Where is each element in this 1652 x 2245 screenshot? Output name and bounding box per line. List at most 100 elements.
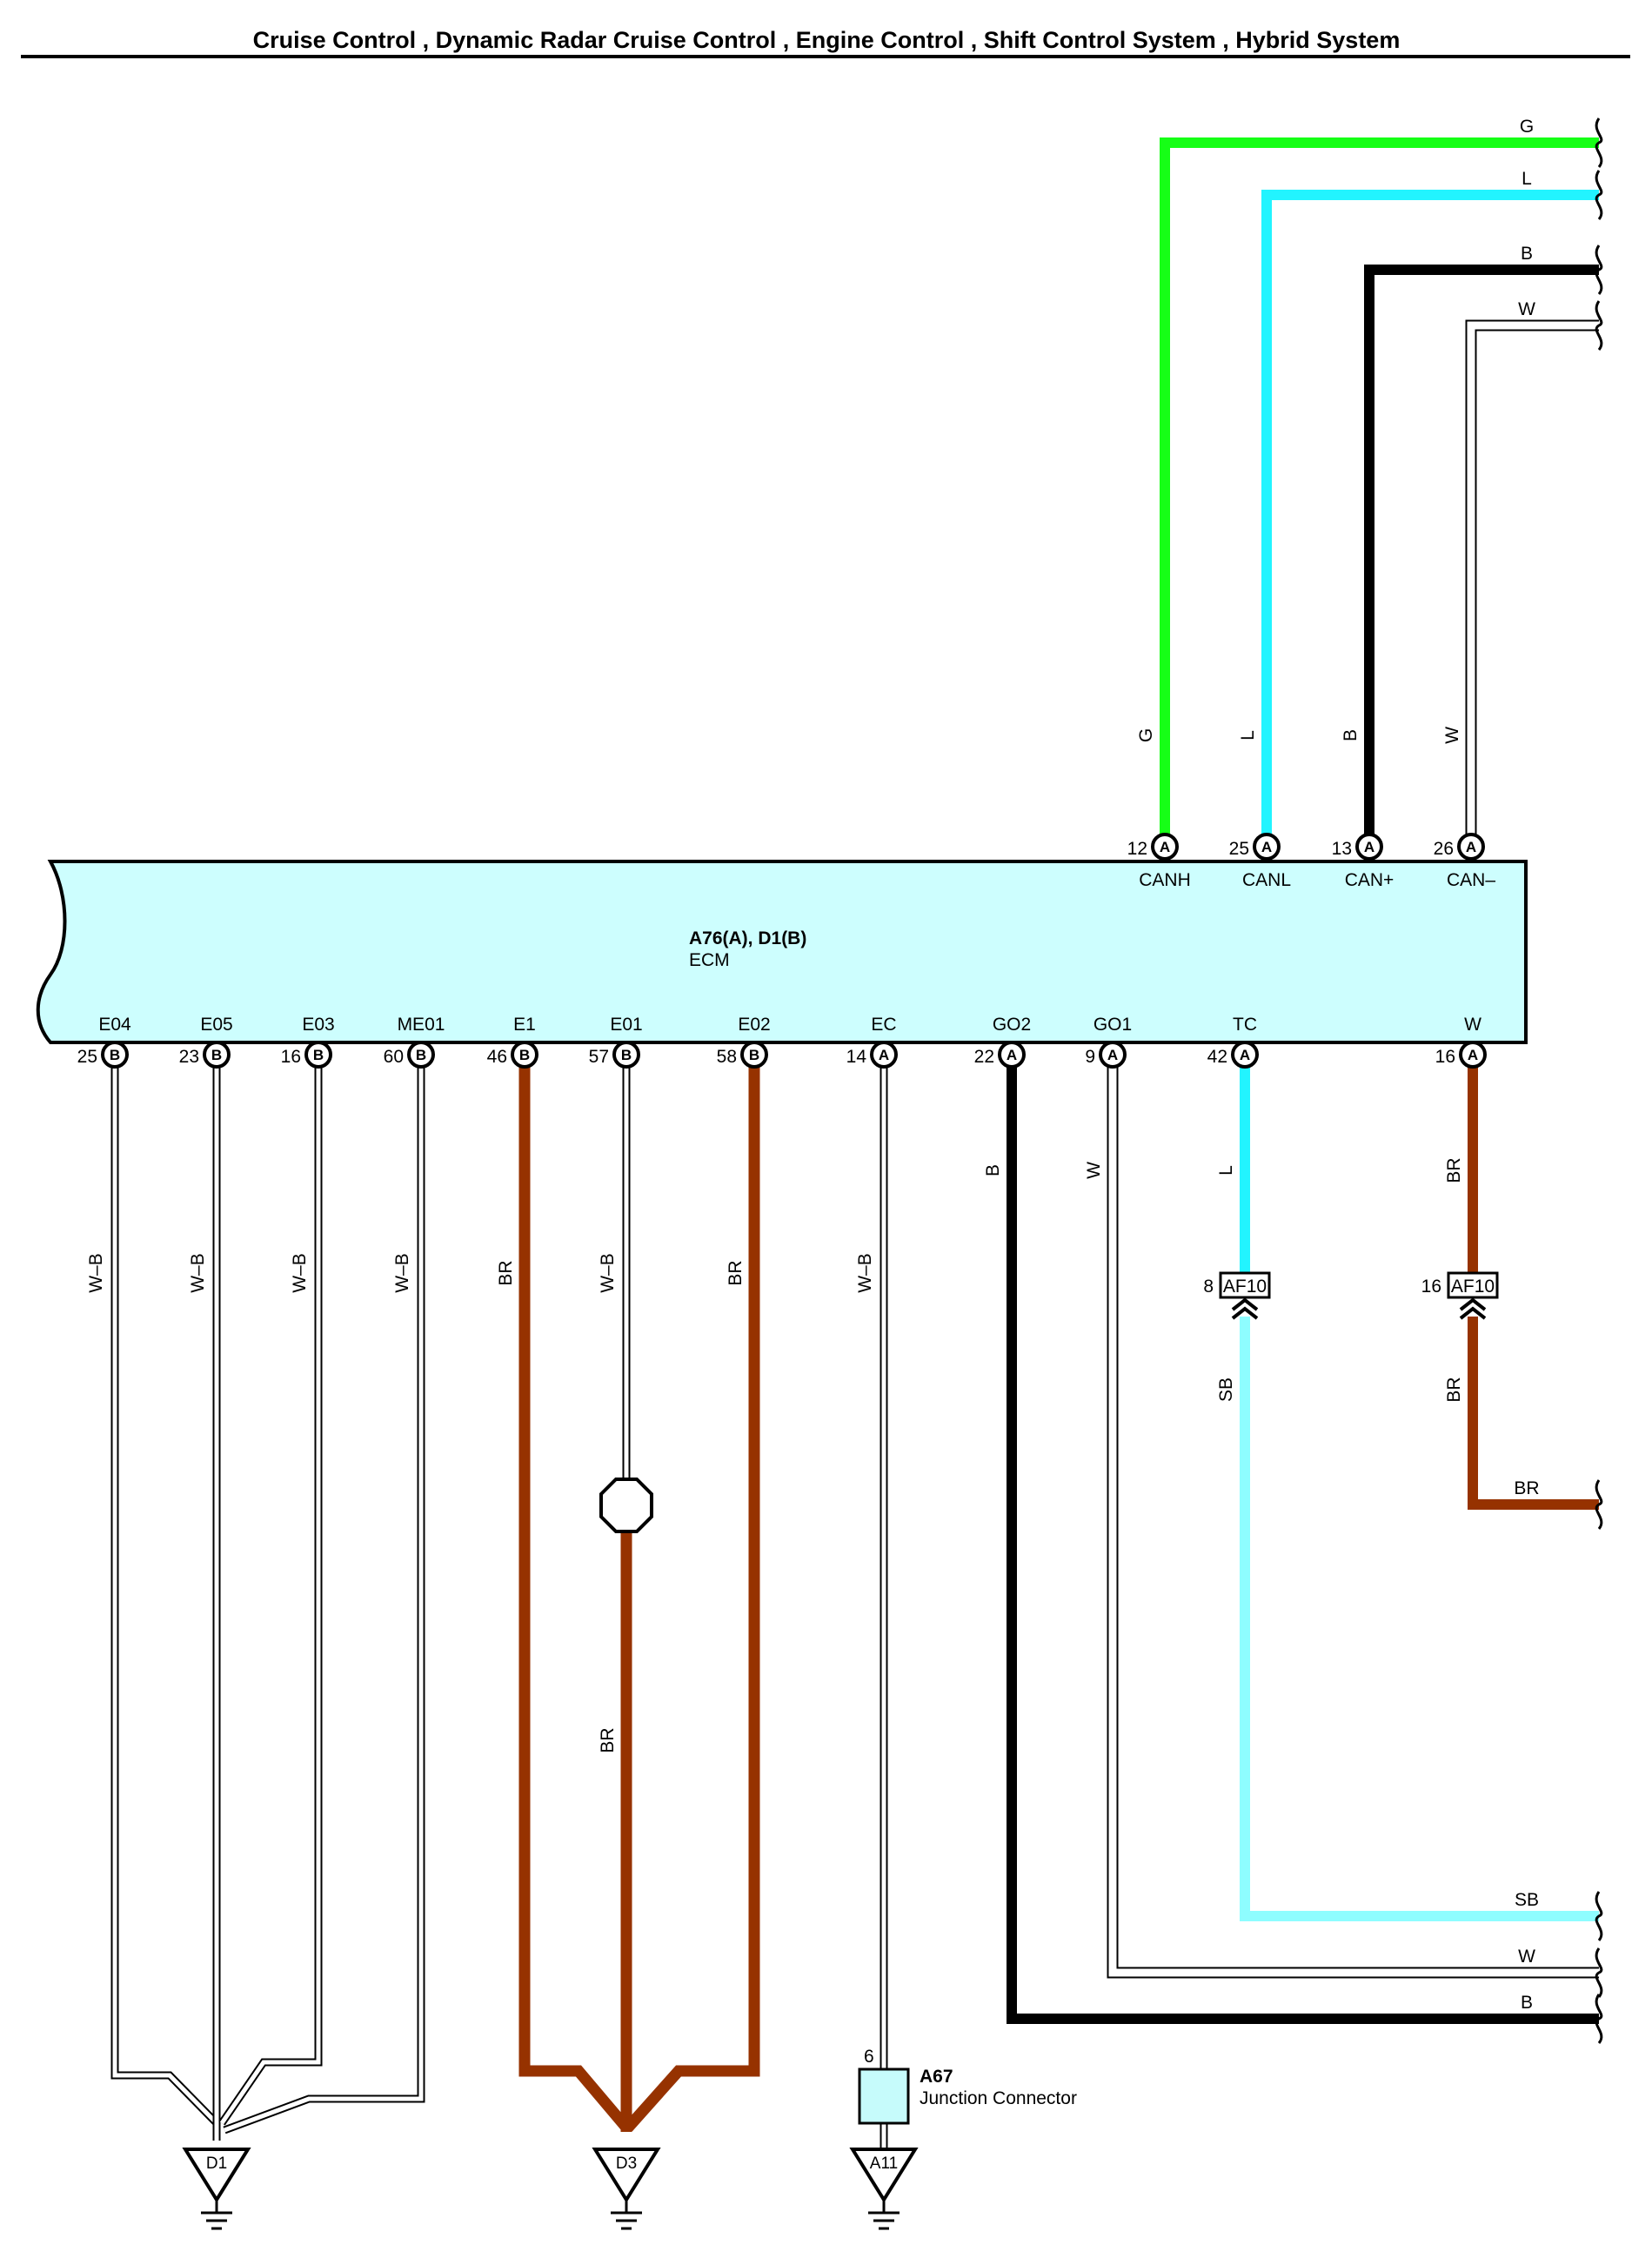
af10-label: AF10 [1451,1277,1495,1297]
wire-label-e03: W–B [290,1253,310,1293]
connector-af10-w: AF10 16 [1421,1271,1499,1320]
wire-e1 [518,1055,631,2132]
wire-label-e05: W–B [188,1253,208,1293]
pin-connector-letter: A [1468,1047,1478,1063]
wire-label-e01: W–B [598,1253,618,1293]
wire-label-e01-br: BR [598,1727,618,1752]
pin-name: W [1464,1015,1481,1035]
wire-label-w: BR [1444,1157,1464,1183]
pin-circle [1457,833,1485,861]
pin-number: 25 [77,1047,97,1067]
pin-name: CANH [1139,870,1191,890]
pin-number: 16 [1435,1047,1455,1067]
pin-connector-letter: A [1240,1047,1250,1063]
wire-w-br [1468,1317,1599,1510]
pin-connector-letter: A [1364,839,1374,855]
pin-circle [203,1041,231,1069]
pin-name: CAN– [1447,870,1495,890]
wire-label-go2: B [983,1164,1003,1176]
wire-label-tc: L [1216,1165,1236,1176]
ground-label: A11 [870,2155,898,2173]
af10-box [1219,1271,1271,1299]
junction-connector-a67 [858,2067,910,2125]
ground-a11: A11 [849,2148,919,2230]
pin-name: E1 [513,1015,536,1035]
exit-label-top-1: L [1522,169,1532,189]
pin-name: ME01 [398,1015,445,1035]
chevron-icon [1231,1297,1259,1311]
ground-d3: D3 [592,2148,661,2230]
page-title: Cruise Control , Dynamic Radar Cruise Co… [253,27,1401,53]
wire-go1 [1107,1055,1599,1979]
wire-label-me01: W–B [392,1253,412,1293]
wire-canh [1160,137,1599,846]
bottom-pin-w: A 16 W [1435,1015,1487,1069]
wire-label-w-br: BR [1444,1377,1464,1402]
wire-me01 [223,1055,425,2134]
exit-label-top-2: B [1521,244,1533,264]
ground-label: D1 [206,2155,227,2173]
pin-number: 13 [1332,839,1352,859]
pin-name: EC [871,1015,896,1035]
pin-connector-letter: A [1107,1047,1118,1063]
pin-circle [1099,1041,1127,1069]
pin-circle [740,1041,768,1069]
wire-label-canm: W [1442,727,1462,744]
af10-label: AF10 [1223,1277,1267,1297]
ground-triangle-icon [182,2148,251,2203]
pin-connector-letter: B [110,1047,120,1063]
pin-circle [870,1041,898,1069]
pin-circle [304,1041,332,1069]
pin-number: 16 [281,1047,301,1067]
wire-go2 [1007,1055,1599,2024]
pin-number: 60 [384,1047,404,1067]
pin-number: 46 [487,1047,507,1067]
exit-label-bottom-1: SB [1515,1890,1539,1910]
exit-label-bottom-2: W [1518,1947,1535,1967]
chevron-icon [1459,1297,1487,1311]
pin-connector-letter: A [1007,1047,1017,1063]
pin-circle [407,1041,435,1069]
pin-number: 22 [974,1047,994,1067]
wire-tc-sb [1240,1317,1599,1921]
pin-circle [101,1041,129,1069]
wire-label-canl: L [1238,730,1258,741]
wire-label-e04: W–B [86,1253,106,1293]
pin-connector-letter: B [416,1047,426,1063]
pin-name: GO1 [1094,1015,1132,1035]
af10-pin: 16 [1421,1277,1441,1297]
wire-label-tc-sb: SB [1216,1377,1236,1402]
pin-circle [1231,1041,1259,1069]
pin-name: E04 [98,1015,131,1035]
ground-triangle-icon [592,2148,661,2203]
ground-d1: D1 [182,2148,251,2230]
ecm-name: A76(A), D1(B) [689,928,806,948]
pin-number: 23 [179,1047,199,1067]
chevron-icon [1231,1306,1259,1320]
pin-connector-letter: B [313,1047,324,1063]
chevron-icon [1459,1306,1487,1320]
pin-name: E01 [610,1015,642,1035]
pin-connector-letter: B [211,1047,222,1063]
wire-canm [1465,319,1599,846]
pin-number: 58 [717,1047,737,1067]
exit-label-top-0: G [1520,117,1534,137]
pin-name: TC [1233,1015,1257,1035]
junction-id: A67 [920,2067,953,2087]
pin-connector-letter: B [621,1047,632,1063]
pin-number: 57 [589,1047,609,1067]
pin-connector-letter: A [1466,839,1476,855]
junction-desc: Junction Connector [920,2088,1077,2108]
af10-box [1447,1271,1499,1299]
